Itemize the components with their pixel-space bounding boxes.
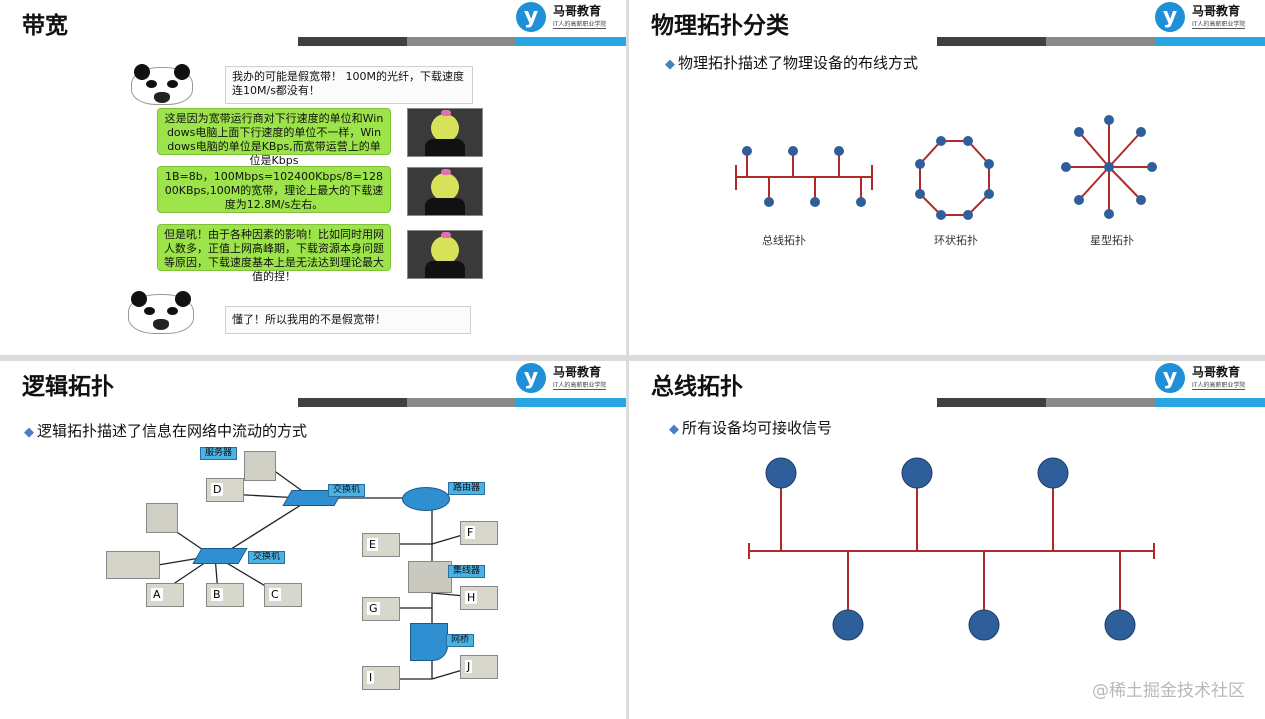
pc-label: B — [211, 588, 223, 601]
bullet-point: ◆逻辑拓扑描述了信息在网络中流动的方式 — [24, 422, 308, 440]
header-color-bar — [937, 398, 1265, 407]
pc-label: J — [465, 660, 473, 673]
bus-topology-label: 总线拓扑 — [762, 233, 806, 247]
logo-name: 马哥教育 — [1192, 4, 1241, 18]
pc-icon: I — [362, 666, 400, 690]
logo-mark-icon: y — [1155, 363, 1185, 393]
chat-message: 但是吼！由于各种因素的影响！比如同时用网人数多，正值上网高峰期，下载资源本身问题… — [157, 224, 391, 283]
bus-topology — [735, 151, 873, 202]
logo-mark-icon: y — [516, 363, 546, 393]
hub-label: 集线器 — [448, 565, 486, 578]
header-color-bar — [298, 398, 626, 407]
star-topology — [1061, 115, 1157, 219]
brand-logo: y 马哥教育 IT人的高薪职业学院 — [516, 1, 616, 34]
brand-logo: y 马哥教育 IT人的高薪职业学院 — [1155, 362, 1255, 395]
chat-message: 懂了！所以我用的不是假宽带！ — [225, 306, 471, 334]
pc-label: I — [367, 671, 375, 684]
logo-slogan: IT人的高薪职业学院 — [1192, 382, 1246, 390]
pc-icon: D — [206, 478, 244, 502]
server-icon — [244, 451, 276, 481]
pc-label: C — [269, 588, 281, 601]
switch-label: 交换机 — [328, 484, 366, 497]
pc-label: H — [465, 591, 478, 604]
header-color-bar — [298, 37, 626, 46]
brand-logo: y 马哥教育 IT人的高薪职业学院 — [1155, 1, 1255, 34]
router-label: 路由器 — [448, 482, 486, 495]
pc-icon: E — [362, 533, 400, 557]
panda-avatar-icon — [128, 291, 194, 334]
cartoon-avatar-icon — [407, 167, 483, 216]
logo-name: 马哥教育 — [1192, 365, 1241, 379]
server-icon — [146, 503, 178, 533]
pc-icon: F — [460, 521, 498, 545]
pc-icon: G — [362, 597, 400, 621]
chat-message: 1B=8b，100Mbps=102400Kbps/8=12800KBps,100… — [157, 166, 391, 213]
logo-mark-icon: y — [516, 2, 546, 32]
diamond-bullet-icon: ◆ — [665, 57, 675, 72]
ring-topology — [915, 136, 994, 220]
bullet-point: ◆所有设备均可接收信号 — [669, 419, 833, 437]
brand-logo: y 马哥教育 IT人的高薪职业学院 — [516, 362, 616, 395]
pc-icon: B — [206, 583, 244, 607]
chat-message: 我办的可能是假宽带！ 100M的光纤，下载速度连10M/s都没有！ — [225, 66, 473, 104]
slide-title: 逻辑拓扑 — [22, 374, 114, 400]
chat-message: 这是因为宽带运行商对下行速度的单位和Windows电脑上面下行速度的单位不一样，… — [157, 108, 391, 167]
printer-icon — [106, 551, 160, 579]
slide-title: 物理拓扑分类 — [651, 13, 789, 39]
pc-icon: H — [460, 586, 498, 610]
diamond-bullet-icon: ◆ — [24, 425, 34, 440]
panda-avatar-icon — [131, 64, 193, 105]
cartoon-avatar-icon — [407, 230, 483, 279]
pc-label: E — [367, 538, 378, 551]
logo-slogan: IT人的高薪职业学院 — [1192, 21, 1246, 29]
logo-slogan: IT人的高薪职业学院 — [553, 382, 607, 390]
pc-icon: C — [264, 583, 302, 607]
bridge-label: 网桥 — [446, 634, 475, 647]
pc-label: A — [151, 588, 163, 601]
slide-physical-topology[interactable]: 物理拓扑分类 y 马哥教育 IT人的高薪职业学院 ◆物理拓扑描述了物理设备的布线… — [629, 0, 1265, 355]
logo-name: 马哥教育 — [553, 4, 602, 18]
logo-slogan: IT人的高薪职业学院 — [553, 21, 607, 29]
slide-bus-topology[interactable]: 总线拓扑 y 马哥教育 IT人的高薪职业学院 ◆所有设备均可接收信号 — [629, 361, 1265, 719]
slide-bandwidth[interactable]: 带宽 y 马哥教育 IT人的高薪职业学院 我办的可能是假宽带！ 100M的光纤，… — [0, 0, 626, 355]
switch-label: 交换机 — [248, 551, 286, 564]
star-topology-label: 星型拓扑 — [1090, 233, 1134, 247]
slide-logical-topology[interactable]: 逻辑拓扑 y 马哥教育 IT人的高薪职业学院 ◆逻辑拓扑描述了信息在网络中流动的… — [0, 361, 626, 719]
diamond-bullet-icon: ◆ — [669, 422, 679, 437]
pc-label: D — [211, 483, 224, 496]
watermark: @稀土掘金技术社区 — [1092, 681, 1245, 701]
switch-icon — [192, 548, 248, 564]
server-label: 服务器 — [200, 447, 238, 460]
hub-icon — [408, 561, 452, 593]
slide-title: 总线拓扑 — [651, 374, 743, 400]
ring-topology-label: 环状拓扑 — [934, 233, 978, 247]
pc-icon: A — [146, 583, 184, 607]
bus-topology-diagram — [748, 457, 1155, 641]
logo-mark-icon: y — [1155, 2, 1185, 32]
router-icon — [402, 487, 450, 511]
header-color-bar — [937, 37, 1265, 46]
bridge-icon — [410, 623, 448, 661]
pc-label: F — [465, 526, 476, 539]
logical-topology-diagram — [139, 461, 477, 680]
pc-icon: J — [460, 655, 498, 679]
physical-topology-diagram: 总线拓扑 环状拓扑 星型拓扑 — [735, 115, 1157, 247]
pc-label: G — [367, 602, 380, 615]
cartoon-avatar-icon — [407, 108, 483, 157]
logo-name: 马哥教育 — [553, 365, 602, 379]
bullet-point: ◆物理拓扑描述了物理设备的布线方式 — [665, 54, 919, 72]
slide-title: 带宽 — [22, 13, 68, 39]
